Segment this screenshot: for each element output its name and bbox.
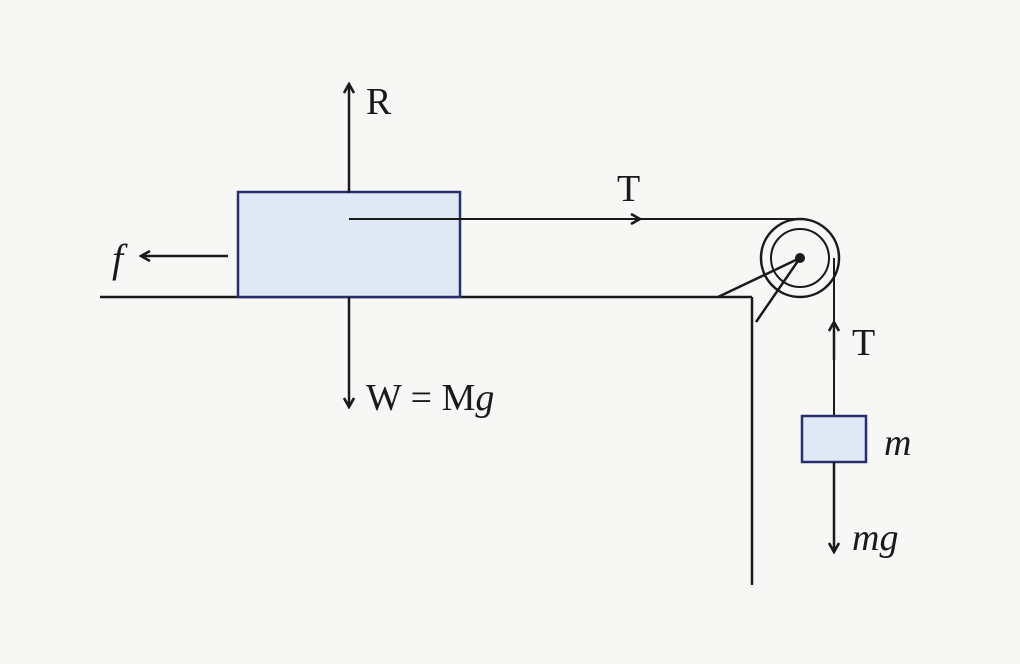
- label-weight-g: g: [475, 377, 494, 419]
- pulley-inner: [770, 228, 830, 288]
- label-f: f: [112, 236, 128, 281]
- label-mg-m: m: [852, 517, 879, 559]
- label-R: R: [366, 81, 392, 123]
- pulley-outer: [759, 217, 841, 299]
- pulley-bracket: [717, 254, 804, 323]
- block-M: [236, 190, 462, 299]
- label-T-vertical: T: [852, 322, 875, 364]
- label-weight: W = Mg: [366, 377, 494, 419]
- label-m: m: [884, 422, 911, 464]
- label-mg: mg: [852, 517, 898, 559]
- label-weight-prefix: W = M: [366, 377, 475, 419]
- pulley-axle: [795, 253, 805, 263]
- hanging-block-m: [800, 414, 868, 464]
- label-mg-g: g: [879, 517, 898, 559]
- label-T-horizontal: T: [617, 168, 640, 210]
